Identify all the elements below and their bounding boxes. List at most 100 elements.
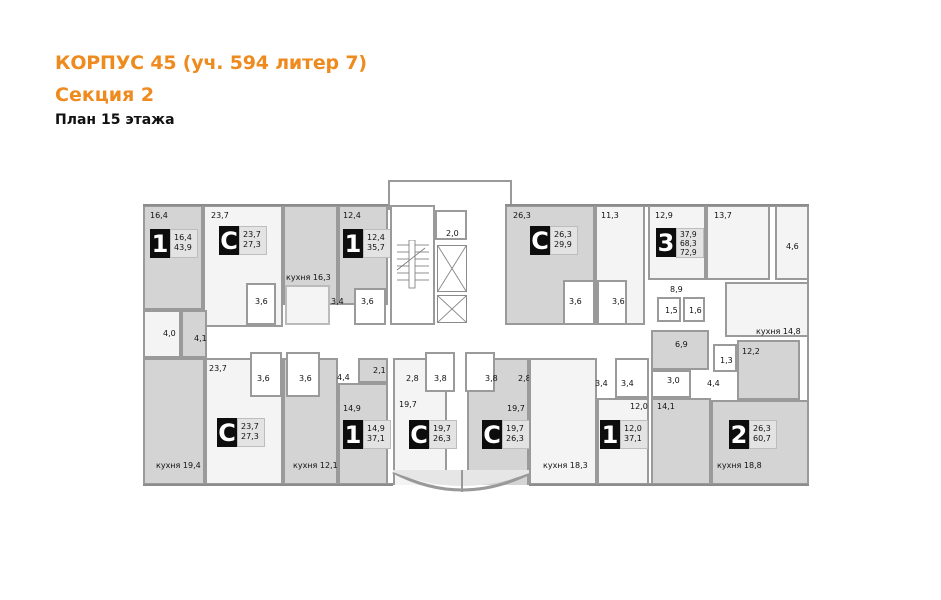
total-area: 37,1	[367, 434, 385, 443]
balcony	[775, 205, 809, 280]
apartment-a5-room-3[interactable]	[706, 205, 770, 280]
kitchen-area-label: кухня 14,8	[756, 327, 801, 336]
vestibule-area: 2,0	[446, 229, 459, 238]
exterior-wall-bottom	[529, 484, 809, 486]
bathroom-area: 3,8	[434, 374, 447, 383]
kitchen-area-label: кухня 12,1	[293, 461, 338, 470]
total-area: 29,9	[554, 240, 572, 249]
hall-area: 3,4	[595, 379, 608, 388]
apartment-type: С	[409, 420, 429, 449]
hall-area: 8,9	[670, 285, 683, 294]
floor-plan-label: План 15 этажа	[55, 112, 175, 128]
apartment-a11-room-2[interactable]	[737, 340, 800, 400]
kitchen-zone	[285, 285, 330, 325]
balcony-area: 4,6	[786, 242, 799, 251]
bathroom-area: 3,6	[612, 297, 625, 306]
bathroom	[250, 352, 282, 397]
exterior-wall-bottom	[143, 484, 393, 486]
room-area-label: 13,7	[714, 211, 732, 220]
bathroom-area: 3,6	[257, 374, 270, 383]
apartment-a5-kitchen[interactable]	[725, 282, 809, 337]
total-area: 60,7	[753, 434, 771, 443]
kitchen-area-label: кухня 19,4	[156, 461, 201, 470]
bathroom	[354, 288, 386, 325]
vestibule	[435, 210, 467, 240]
total-area: 27,3	[241, 432, 259, 441]
apartment-a10-kitchen[interactable]	[529, 358, 597, 485]
elevator-shaft	[437, 245, 467, 292]
room-area-label: 12,2	[742, 347, 760, 356]
hall-area: 2,8	[518, 374, 531, 383]
bathroom-area: 3,6	[569, 297, 582, 306]
living-area: 14,9	[367, 424, 385, 433]
living-area: 26,3	[753, 424, 771, 433]
apartment-type: 1	[343, 420, 363, 449]
total-area: 35,7	[367, 243, 385, 252]
bathroom	[425, 352, 455, 392]
bathroom	[615, 358, 649, 398]
wc-area: 1,6	[689, 306, 702, 315]
living-area: 23,7	[243, 230, 261, 239]
total-area: 68,3	[680, 239, 697, 248]
apartment-type: 2	[729, 420, 749, 449]
room-area-label: 12,4	[343, 211, 361, 220]
room-area-label: 14,9	[343, 404, 361, 413]
apartment-type: С	[217, 418, 237, 447]
elevator-shaft	[437, 295, 467, 323]
exterior-wall-top	[143, 204, 388, 206]
wc	[657, 297, 681, 322]
stairwell	[390, 205, 435, 325]
exterior-wall-top	[505, 204, 809, 206]
apartment-type: 3	[656, 228, 676, 257]
room-area-label: 19,7	[399, 400, 417, 409]
bathroom	[286, 352, 320, 397]
living-area: 12,4	[367, 233, 385, 242]
bathroom	[651, 370, 691, 398]
wc-area: 1,5	[665, 306, 678, 315]
kitchen-area-label: кухня 16,3	[286, 273, 331, 282]
room-area-label: 14,1	[657, 402, 675, 411]
bathroom	[246, 283, 276, 325]
hall-area: 4,4	[707, 379, 720, 388]
stairs-icon	[396, 240, 429, 289]
apartment-type: С	[482, 420, 502, 449]
living-area: 16,4	[174, 233, 192, 242]
apartment-a11-room-1[interactable]	[651, 398, 711, 485]
living-area: 37,9	[680, 230, 697, 239]
room-area-label: 12,9	[655, 211, 673, 220]
storage-area: 6,9	[675, 340, 688, 349]
hall	[181, 310, 207, 358]
apartment-type: 1	[343, 229, 363, 258]
room-area-label: 26,3	[513, 211, 531, 220]
room-area-label: 12,0	[630, 402, 648, 411]
apartment-a1-kitchen[interactable]	[143, 358, 205, 485]
bathroom	[597, 280, 627, 325]
total-area: 43,9	[174, 243, 192, 252]
room-area-label: 23,7	[209, 364, 227, 373]
room-area-label: 19,7	[507, 404, 525, 413]
apartment-type: С	[219, 226, 239, 255]
section-title: Секция 2	[55, 84, 155, 106]
bathroom	[143, 310, 181, 358]
total-area: 37,1	[624, 434, 642, 443]
corridor	[207, 327, 651, 352]
bathroom-area: 3,4	[621, 379, 634, 388]
bathroom-area: 4,0	[163, 329, 176, 338]
apartment-type: 1	[600, 420, 620, 449]
page-title: КОРПУС 45 (уч. 594 литер 7)	[55, 52, 367, 74]
bathroom	[465, 352, 495, 392]
kitchen-area-label: кухня 18,8	[717, 461, 762, 470]
storage-area: 2,1	[373, 366, 386, 375]
